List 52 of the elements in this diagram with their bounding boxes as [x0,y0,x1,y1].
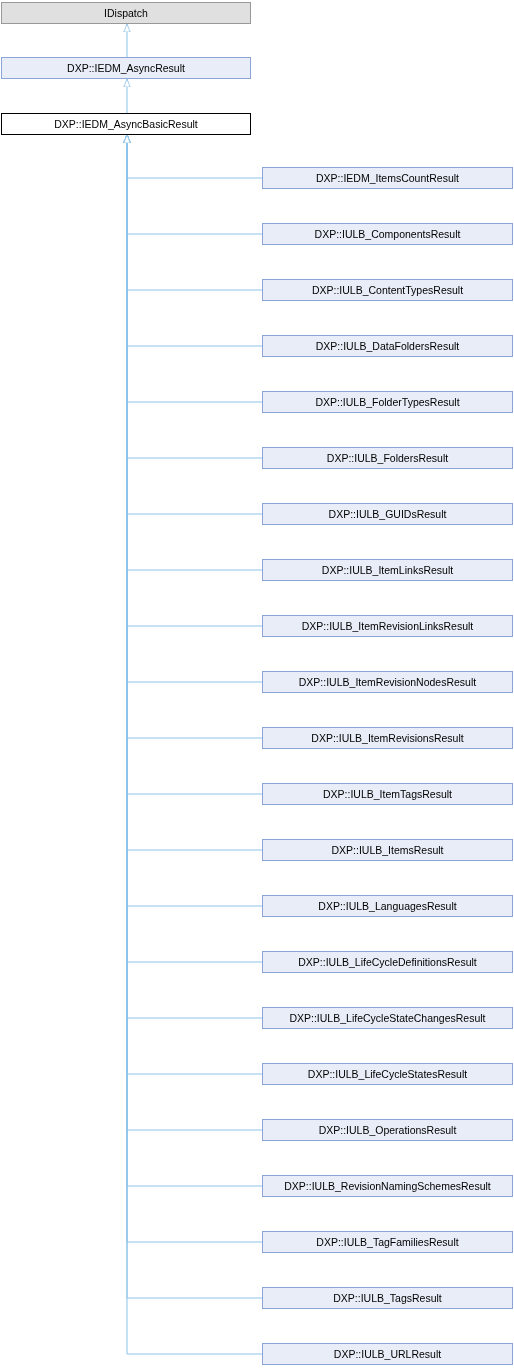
class-name: DXP::IULB_LifeCycleStatesResult [307,1068,468,1080]
inheritance-arrow [123,78,131,114]
class-box [262,895,513,917]
class-box [262,1119,513,1141]
class-box [262,503,513,525]
class-box [262,951,513,973]
class-name: DXP::IULB_LifeCycleStateChangesResult [289,1012,486,1024]
class-box [262,167,513,189]
class-name: DXP::IEDM_ItemsCountResult [316,172,459,184]
class-box [262,335,513,357]
class-name: DXP::IULB_DataFoldersResult [315,340,460,352]
class-box [262,615,513,637]
class-box [262,559,513,581]
class-name: DXP::IULB_RevisionNamingSchemesResult [284,1180,491,1192]
class-name: DXP::IULB_TagFamiliesResult [316,1236,459,1248]
class-box [262,223,513,245]
class-name: DXP::IULB_TagsResult [333,1292,442,1304]
class-box [262,727,513,749]
class-name: DXP::IULB_ItemLinksResult [321,564,454,576]
class-box [262,839,513,861]
class-box [262,1287,513,1309]
class-box [262,279,513,301]
class-name: DXP::IULB_LifeCycleDefinitionsResult [298,956,477,968]
class-box [262,783,513,805]
class-box [1,2,251,24]
class-name: DXP::IULB_URLResult [333,1348,442,1360]
class-name: DXP::IULB_ItemRevisionsResult [311,732,464,744]
class-name: DXP::IULB_ContentTypesResult [311,284,464,296]
class-box [262,1063,513,1085]
class-name: DXP::IULB_ItemsResult [331,844,444,856]
class-box [1,57,251,79]
class-name: DXP::IEDM_AsyncResult [67,62,185,74]
class-box [262,1175,513,1197]
class-box [262,1007,513,1029]
class-box [1,113,251,135]
class-name: DXP::IULB_FolderTypesResult [315,396,460,408]
class-name: DXP::IULB_ItemRevisionNodesResult [298,676,477,688]
class-name: DXP::IULB_ComponentsResult [314,228,461,240]
class-name: DXP::IULB_GUIDsResult [328,508,447,520]
class-name: DXP::IULB_FoldersResult [326,452,449,464]
class-name: DXP::IULB_ItemTagsResult [323,788,452,800]
class-name: DXP::IULB_ItemRevisionLinksResult [301,620,474,632]
class-box [262,391,513,413]
inheritance-arrow [123,23,131,58]
class-box [262,671,513,693]
class-box [262,1343,513,1365]
class-box [262,447,513,469]
class-name: IDispatch [104,7,148,19]
class-name: DXP::IEDM_AsyncBasicResult [54,118,198,130]
class-name: DXP::IULB_OperationsResult [318,1124,457,1136]
class-name: DXP::IULB_LanguagesResult [318,900,457,912]
class-box [262,1231,513,1253]
